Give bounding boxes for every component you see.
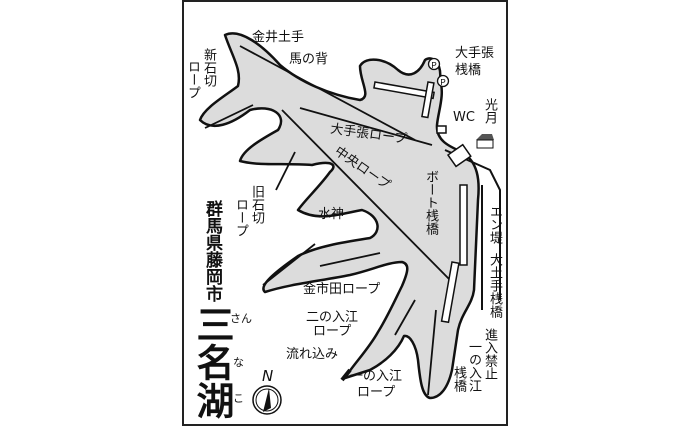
reading-ko: こ	[233, 392, 244, 405]
building-icon	[476, 134, 494, 149]
ichi-irie-rope-line	[427, 309, 437, 396]
label-boat-sanbashi: ボート桟橋	[423, 170, 438, 235]
label-shinnyu-kinshi: 進入禁止	[482, 328, 497, 380]
label-kanaida-rope: 金市田ロープ	[303, 282, 381, 297]
reading-san: さん	[230, 312, 252, 325]
label-ni-irie-rope-1: 二の入江	[306, 310, 359, 325]
prefecture-city: 群馬県藤岡市	[202, 200, 222, 302]
lake-name: 三名湖	[190, 305, 234, 419]
label-kanai-dote: 金井土手	[252, 30, 305, 45]
label-oodote-sanbashi: 大土手桟橋	[487, 253, 502, 318]
compass-north: N	[262, 367, 274, 385]
kanai-rope-line	[239, 45, 416, 141]
svg-text:P: P	[431, 61, 436, 70]
label-shin-ishikiri-2: ロープ	[185, 60, 200, 99]
kyu-ishikiri-rope-line	[275, 151, 296, 191]
label-wc: WC	[453, 110, 475, 125]
label-entei: エン堤	[487, 205, 502, 244]
chuou-rope-line	[281, 109, 451, 281]
label-ichi-irie-rope-1: 一の入江	[350, 369, 403, 384]
label-ootebari-sanbashi-1: 大手張	[455, 46, 495, 61]
label-ichi-irie-sanbashi-1: 一の入江	[466, 340, 481, 392]
ootebari-rope-line	[299, 107, 433, 146]
label-ni-irie-rope-2: ロープ	[313, 324, 352, 339]
compass-icon	[252, 385, 282, 415]
oodote-pier	[459, 184, 468, 266]
shin-ishikiri-rope-line	[204, 104, 254, 129]
svg-text:P: P	[440, 78, 445, 87]
suijin-rope-line	[262, 243, 316, 286]
toilet-icon	[436, 125, 447, 134]
label-kougetsu: 光月	[482, 98, 497, 124]
oodote-pier-2	[440, 261, 460, 324]
inflow-mark	[340, 368, 352, 382]
ni-irie-rope-line	[394, 299, 416, 336]
parking-icon: P P	[427, 57, 450, 88]
ootebari-pier	[373, 81, 435, 100]
label-ichi-irie-sanbashi-2: 桟橋	[451, 366, 466, 392]
ootebari-pier-2	[421, 81, 435, 119]
reading-na: な	[233, 356, 244, 369]
east-road	[444, 149, 501, 300]
lake-water	[198, 32, 480, 400]
label-uma-no-se: 馬の背	[289, 52, 329, 67]
label-nagarekomi: 流れ込み	[286, 347, 339, 362]
label-ichi-irie-rope-2: ロープ	[357, 385, 396, 400]
label-shin-ishikiri-1: 新石切	[201, 48, 216, 87]
kanaida-rope-line	[319, 252, 381, 267]
label-kyu-ishikiri-1: 旧石切	[249, 185, 264, 224]
label-suijin: 水神	[318, 207, 345, 222]
label-kyu-ishikiri-2: ロープ	[233, 198, 248, 237]
label-ootebari-sanbashi-2: 桟橋	[455, 63, 482, 78]
boat-pier-building	[446, 143, 472, 168]
